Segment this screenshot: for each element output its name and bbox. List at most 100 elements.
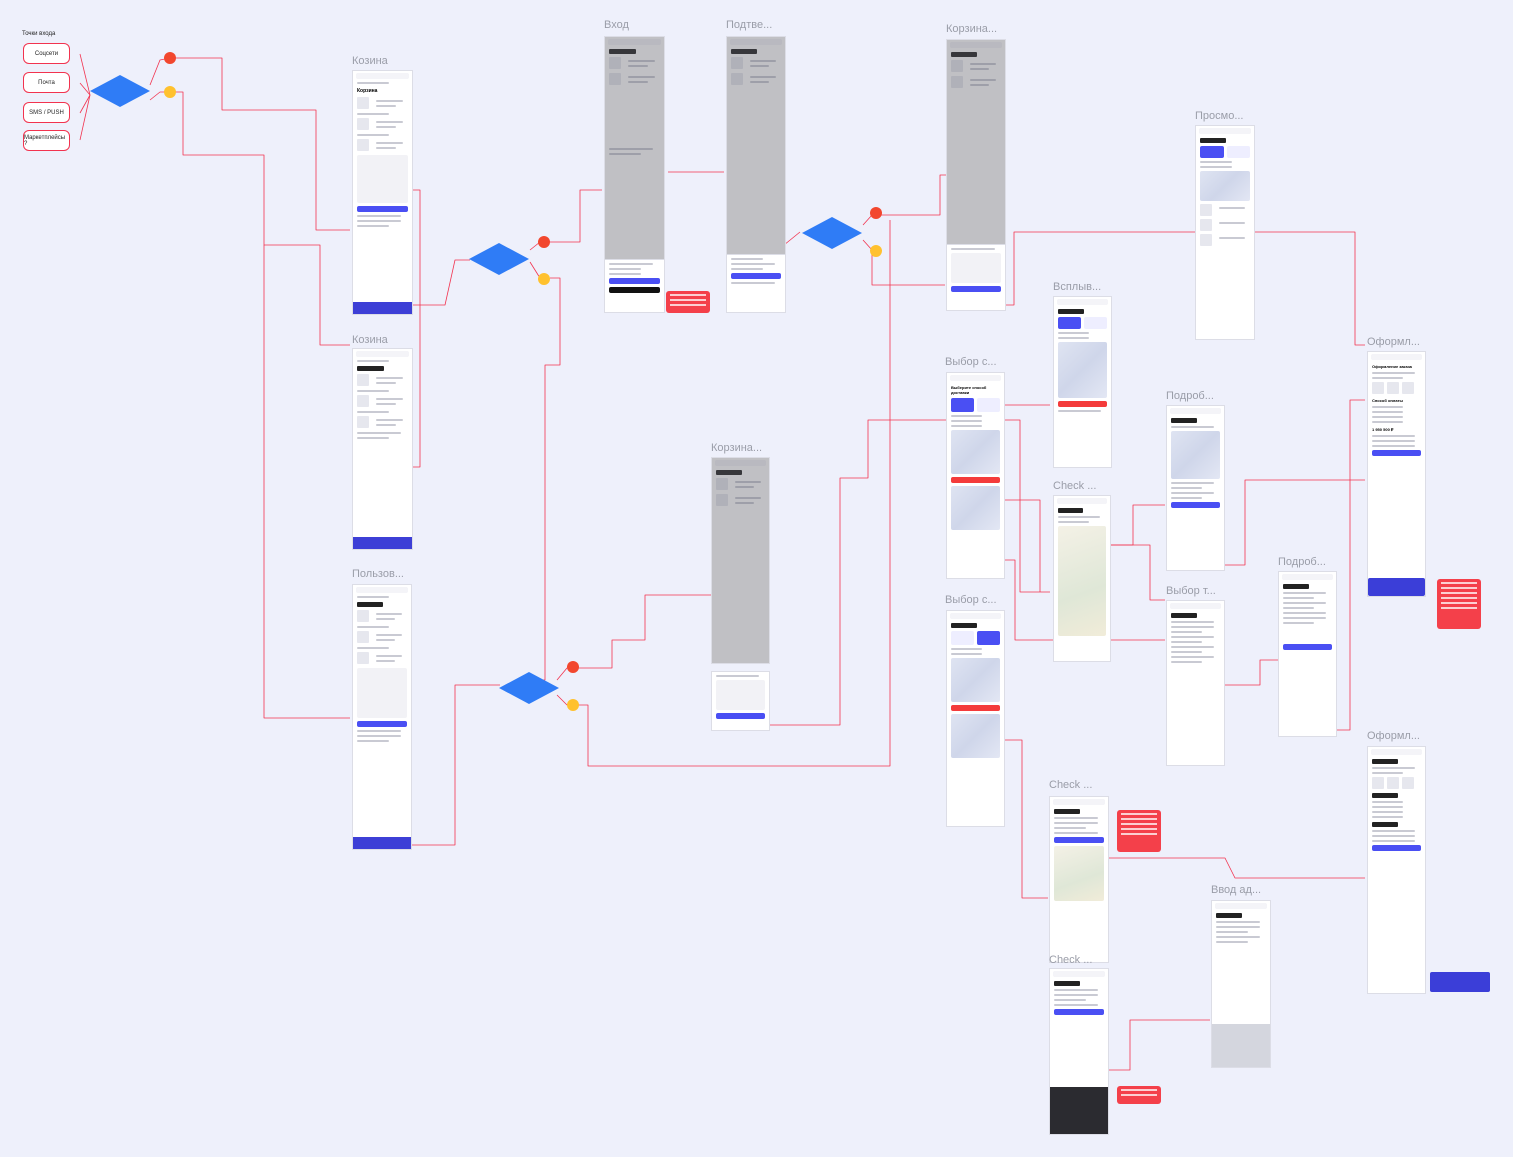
screen-title: Оформл...	[1367, 730, 1420, 742]
screen-title: Check ...	[1053, 480, 1097, 492]
connector	[263, 245, 350, 719]
screen-cart-guest-alt[interactable]	[353, 349, 412, 549]
no-branch-marker	[870, 207, 882, 219]
connector	[1224, 479, 1365, 566]
connector	[1004, 499, 1041, 592]
screen-delivery-popup[interactable]	[1054, 297, 1111, 467]
connector	[768, 419, 946, 726]
screen-title: Вход	[604, 19, 629, 31]
connector	[1110, 504, 1165, 546]
connector	[176, 91, 350, 346]
screen-pickup-details-list[interactable]	[1279, 572, 1336, 736]
screen-check-address[interactable]	[1050, 797, 1108, 962]
yes-branch-marker	[870, 245, 882, 257]
yes-branch-marker	[567, 699, 579, 711]
connector	[79, 53, 91, 96]
connector	[1110, 544, 1165, 601]
screen-pickup-list[interactable]	[1167, 601, 1224, 765]
connector	[1004, 419, 1050, 593]
screen-title: Выбор т...	[1166, 585, 1216, 597]
entry-node-sms-push[interactable]: SMS / PUSH	[23, 102, 70, 123]
screen-view-items[interactable]	[1196, 126, 1254, 339]
entry-node-marketplaces[interactable]: Маркетплейсы ?	[23, 130, 70, 151]
payment-heading: Способ оплаты	[1372, 398, 1403, 403]
screen-title: Козина	[352, 334, 388, 346]
decision-diamond	[469, 243, 529, 275]
screen-title: Ввод ад...	[1211, 884, 1262, 896]
connector	[550, 189, 602, 243]
text-keyboard[interactable]	[1212, 1024, 1270, 1067]
checkout-heading: Оформление заказа	[1372, 364, 1412, 369]
cart-heading: Корзина	[357, 88, 378, 94]
gift-sheet-user[interactable]	[712, 672, 769, 730]
checkout-total: 1 950 500 ₽	[1372, 427, 1394, 432]
yes-branch-marker	[538, 273, 550, 285]
screen-title: Оформл...	[1367, 336, 1420, 348]
confirm-sheet[interactable]	[727, 255, 785, 312]
yes-branch-marker	[164, 86, 176, 98]
connector	[1108, 857, 1365, 879]
screen-delivery-method[interactable]: Выберите способ доставки	[947, 373, 1004, 578]
connector	[1004, 739, 1048, 899]
connector	[79, 94, 91, 141]
connector	[410, 189, 421, 468]
numeric-keyboard[interactable]	[1050, 1087, 1108, 1134]
connector	[412, 684, 500, 846]
no-branch-marker	[567, 661, 579, 673]
annotation-note	[666, 291, 710, 313]
connector	[79, 94, 91, 114]
entry-node-email[interactable]: Почта	[23, 72, 70, 93]
screen-title: Check ...	[1049, 954, 1093, 966]
screen-title: Козина	[352, 55, 388, 67]
connector	[1004, 231, 1195, 306]
connector	[1108, 1019, 1210, 1071]
screen-title: Корзина...	[711, 442, 763, 454]
entry-points-title: Точки входа	[22, 31, 56, 37]
gift-sheet[interactable]	[947, 245, 1005, 310]
no-branch-marker	[538, 236, 550, 248]
screen-title: Всплыв...	[1053, 281, 1102, 293]
screen-title: Подроб...	[1166, 390, 1214, 402]
screen-title: Просмо...	[1195, 110, 1244, 122]
annotation-note	[1117, 1086, 1161, 1104]
screen-title: Корзина...	[946, 23, 998, 35]
connector	[530, 277, 561, 681]
connector	[1224, 659, 1278, 686]
connector	[412, 259, 470, 306]
screen-delivery-method-courier[interactable]	[947, 611, 1004, 826]
screen-pickup-details[interactable]	[1167, 406, 1224, 570]
screen-cart-gift-user[interactable]	[712, 458, 769, 663]
connector	[862, 174, 946, 226]
annotation-note	[1117, 810, 1161, 852]
connector	[556, 220, 891, 767]
screen-title: Подроб...	[1278, 556, 1326, 568]
screen-title: Пользов...	[352, 568, 404, 580]
screen-cart-user[interactable]	[353, 585, 411, 849]
connector	[783, 231, 801, 246]
checkout-sticky-bar[interactable]	[1430, 972, 1490, 992]
no-branch-marker	[164, 52, 176, 64]
connector	[862, 239, 945, 286]
screen-cart-guest[interactable]: Корзина	[353, 71, 412, 314]
screen-checkout-courier[interactable]	[1368, 747, 1425, 993]
login-sheet[interactable]	[605, 260, 664, 312]
screen-checkout-pickup[interactable]: Оформление заказа Способ оплаты 1 950 50…	[1368, 352, 1425, 596]
connector	[176, 57, 350, 231]
screen-title: Check ...	[1049, 779, 1093, 791]
delivery-heading: Выберите способ доставки	[951, 385, 987, 395]
screen-title: Подтве...	[726, 19, 773, 31]
annotation-note	[1437, 579, 1481, 629]
connector	[556, 594, 712, 681]
checkout-sticky-bar[interactable]	[1368, 578, 1425, 596]
connector	[79, 82, 91, 96]
screen-check-map[interactable]	[1054, 496, 1110, 661]
screen-title: Выбор с...	[945, 594, 997, 606]
connector	[1254, 231, 1365, 346]
connector	[1336, 399, 1365, 731]
entry-node-socials[interactable]: Соцсети	[23, 43, 70, 64]
decision-diamond	[802, 217, 862, 249]
screen-cart-gift[interactable]	[947, 40, 1005, 245]
decision-diamond	[90, 75, 150, 107]
